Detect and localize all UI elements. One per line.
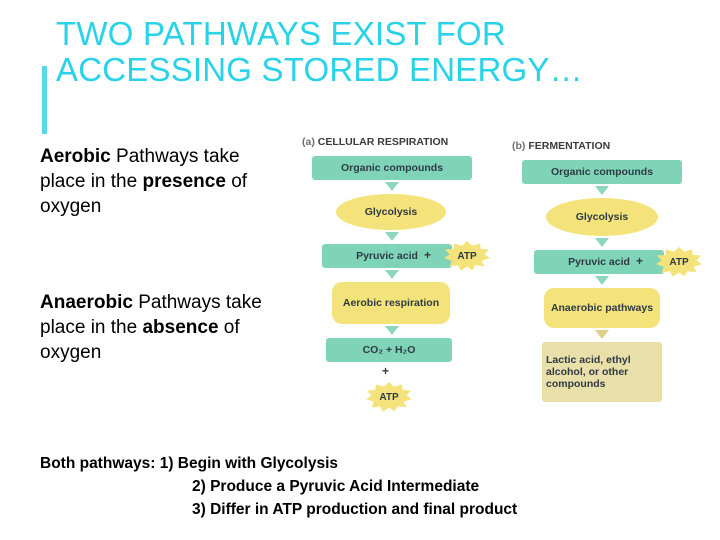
- anaerobic-emphasis: absence: [142, 317, 219, 338]
- panel-b-arrow-3: [595, 276, 609, 285]
- panel-a-arrow-4: [385, 326, 399, 335]
- panel-a-aerobic-respiration: Aerobic respiration: [332, 282, 450, 324]
- aerobic-rest: Pathways take place in the: [40, 146, 240, 192]
- summary-line-2: 2) Produce a Pyruvic Acid Intermediate: [192, 478, 480, 495]
- aerobic-emphasis: presence: [142, 171, 226, 192]
- anaerobic-lead: Anaerobic: [40, 292, 133, 313]
- anaerobic-rest: Pathways take place in the: [40, 292, 262, 338]
- figure-caption-b: (b) FERMENTATION: [512, 140, 610, 152]
- caption-a-text: CELLULAR RESPIRATION: [317, 136, 449, 148]
- caption-b-label: (b): [512, 140, 526, 152]
- title-accent-bar: [42, 66, 47, 134]
- panel-b-arrow-1: [595, 186, 609, 195]
- panel-b-glycolysis: Glycolysis: [546, 198, 658, 236]
- panel-a-arrow-2: [385, 232, 399, 241]
- panel-b-final-products: Lactic acid, ethyl alcohol, or other com…: [542, 342, 662, 402]
- anaerobic-tail: of oxygen: [40, 317, 240, 363]
- pathways-figure: (a) CELLULAR RESPIRATION (b) FERMENTATIO…: [296, 134, 716, 440]
- figure-caption-a: (a) CELLULAR RESPIRATION: [302, 136, 448, 148]
- panel-a-arrow-3: [385, 270, 399, 279]
- panel-a-glycolysis: Glycolysis: [336, 194, 446, 230]
- caption-b-text: FERMENTATION: [528, 140, 611, 152]
- aerobic-lead: Aerobic: [40, 146, 111, 167]
- panel-b-arrow-2: [595, 238, 609, 247]
- panel-a-pyruvic-acid: Pyruvic acid: [322, 244, 452, 268]
- panel-b-plus-1: +: [636, 254, 644, 268]
- panel-b-pyruvic-acid: Pyruvic acid: [534, 250, 664, 274]
- panel-a-organic-compounds: Organic compounds: [312, 156, 472, 180]
- panel-a-arrow-1: [385, 182, 399, 191]
- anaerobic-paragraph: Anaerobic Pathways take place in the abs…: [40, 290, 302, 365]
- panel-a-plus-2: +: [382, 364, 390, 378]
- panel-b-organic-compounds: Organic compounds: [522, 160, 682, 184]
- page-title: TWO PATHWAYS EXIST FOR ACCESSING STORED …: [56, 15, 583, 88]
- summary-block: Both pathways: 1) Begin with Glycolysis …: [40, 452, 700, 521]
- aerobic-paragraph: Aerobic Pathways take place in the prese…: [40, 144, 290, 219]
- aerobic-tail: of oxygen: [40, 171, 248, 217]
- panel-b-anaerobic-pathways: Anaerobic pathways: [544, 288, 660, 328]
- panel-a-atp-burst-2: ATP: [366, 382, 412, 412]
- panel-a-plus-1: +: [424, 248, 432, 262]
- panel-a-co2-h2o: CO₂ + H₂O: [326, 338, 452, 362]
- summary-line-1: Both pathways: 1) Begin with Glycolysis: [40, 455, 338, 472]
- caption-a-label: (a): [302, 136, 315, 148]
- summary-line-3: 3) Differ in ATP production and final pr…: [192, 501, 518, 518]
- panel-b-arrow-4: [595, 330, 609, 339]
